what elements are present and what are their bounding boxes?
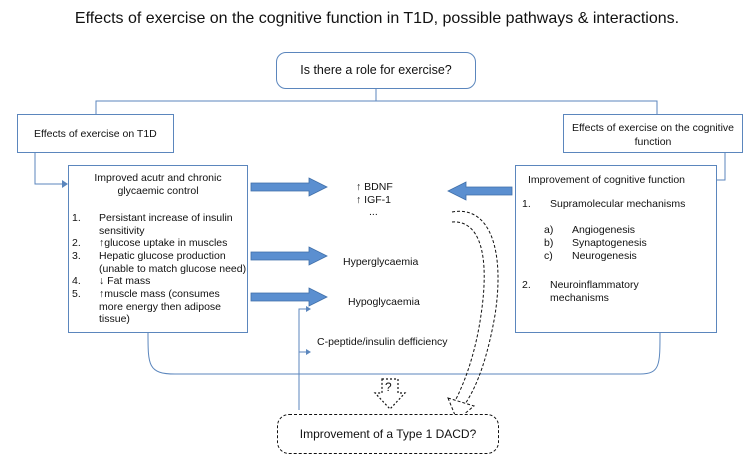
right-sub-b-num: b) xyxy=(544,237,554,249)
right-item-2-text: Neuroinflammatory mechanisms xyxy=(550,279,639,304)
left-header-text: Effects of exercise on T1D xyxy=(34,128,157,140)
ellipsis-label: ... xyxy=(369,206,378,218)
right-sub-b-text: Synaptogenesis xyxy=(572,237,647,249)
dashed-down-arrow xyxy=(373,378,407,410)
dashed-curve-outer xyxy=(451,210,499,405)
left-header-arrowhead xyxy=(62,180,68,188)
right-header-box: Effects of exercise on the cognitive fun… xyxy=(563,114,743,153)
question-text: Is there a role for exercise? xyxy=(300,63,452,77)
block-arrow-hyper xyxy=(250,246,328,266)
block-arrow-hypo xyxy=(250,287,328,307)
right-item-1-num: 1. xyxy=(522,198,531,210)
question-box: Is there a role for exercise? xyxy=(276,52,476,89)
left-header-connector xyxy=(34,153,62,185)
right-main-box: Improvement of cognitive function 1. Sup… xyxy=(515,165,717,333)
right-item-2-num: 2. xyxy=(522,279,531,291)
left-main-box: Improved acutr and chronic glycaemic con… xyxy=(68,165,248,333)
diagram-title: Effects of exercise on the cognitive fun… xyxy=(74,10,680,27)
left-item-1-num: 1. xyxy=(72,212,81,224)
hypoglycaemia-label: Hypoglycaemia xyxy=(348,296,420,308)
dashed-curve-inner xyxy=(451,221,485,402)
bottom-text: Improvement of a Type 1 DACD? xyxy=(299,427,477,441)
right-sub-a-text: Angiogenesis xyxy=(572,224,636,236)
block-arrow-from-right xyxy=(447,181,513,201)
question-mark: ? xyxy=(385,380,392,394)
left-item-1-text: Persistant increase of insulin sensitivi… xyxy=(99,212,233,237)
left-item-2-text: ↑glucose uptake in muscles xyxy=(99,237,228,249)
left-box-heading: Improved acutr and chronic glycaemic con… xyxy=(94,172,222,197)
right-sub-a-num: a) xyxy=(544,224,554,236)
igf-label: ↑ IGF-1 xyxy=(356,194,392,206)
right-item-1-text: Supramolecular mechanisms xyxy=(550,198,686,210)
cpeptide-arrowhead-hypo xyxy=(306,306,311,312)
left-item-5-num: 5. xyxy=(72,288,81,300)
left-item-4-num: 4. xyxy=(72,275,81,287)
cpeptide-label: C-peptide/insulin defficiency xyxy=(317,336,448,348)
left-item-3-text: Hepatic glucose production (unable to ma… xyxy=(99,250,247,275)
hyperglycaemia-label: Hyperglycaemia xyxy=(343,256,419,268)
left-header-box: Effects of exercise on T1D xyxy=(17,114,174,153)
cpeptide-vertical-line xyxy=(298,308,306,410)
left-item-2-num: 2. xyxy=(72,237,81,249)
block-arrow-bdnf xyxy=(250,177,328,197)
left-item-5-text: ↑muscle mass (consumes more energy then … xyxy=(99,288,221,325)
bottom-bracket xyxy=(147,332,661,375)
bottom-box: Improvement of a Type 1 DACD? xyxy=(277,414,499,454)
bdnf-label: ↑ BDNF xyxy=(356,181,393,193)
left-item-3-num: 3. xyxy=(72,250,81,262)
cpeptide-arrowhead-c xyxy=(306,349,311,355)
left-item-4-text: ↓ Fat mass xyxy=(99,275,151,287)
branch-connector xyxy=(95,89,658,114)
right-sub-c-num: c) xyxy=(544,250,553,262)
right-header-text: Effects of exercise on the cognitive fun… xyxy=(571,122,735,148)
dashed-curve-arrowhead xyxy=(447,397,476,421)
right-box-heading: Improvement of cognitive function xyxy=(528,174,685,186)
right-sub-c-text: Neurogenesis xyxy=(572,250,637,262)
